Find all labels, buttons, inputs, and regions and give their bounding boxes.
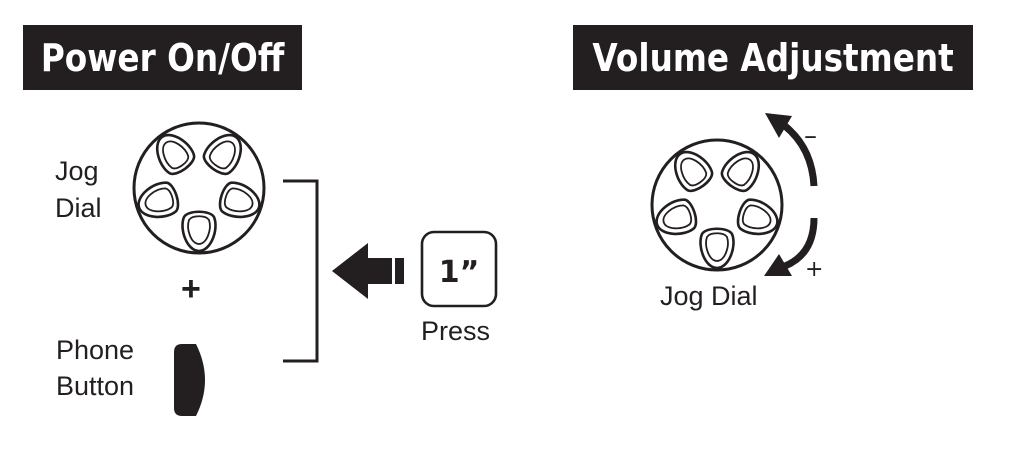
power-title-text: Power On/Off — [40, 35, 285, 80]
volume-title-text: Volume Adjustment — [592, 35, 954, 80]
phone-button-label-line2: Button — [56, 371, 135, 401]
phone-button-icon — [174, 344, 205, 416]
volume-minus-sign: – — [804, 121, 817, 151]
volume-plus-sign: + — [805, 257, 823, 282]
volume-section-title: Volume Adjustment — [573, 25, 973, 90]
volume-jog-dial-label: Jog Dial — [660, 281, 758, 311]
jog-dial-label-line1: Jog — [55, 156, 99, 186]
volume-jog-dial-icon — [652, 140, 782, 270]
press-duration-text: 1” — [439, 255, 480, 290]
power-section-title: Power On/Off — [23, 25, 302, 90]
jog-dial-icon — [134, 123, 264, 253]
plus-sign: + — [181, 270, 201, 308]
volume-down-arrow-icon — [764, 217, 818, 276]
bracket-line — [283, 179, 319, 363]
press-label: Press — [421, 316, 491, 346]
volume-up-arrow-icon — [765, 113, 818, 187]
press-duration-box — [420, 230, 498, 308]
phone-button-label-line1: Phone — [56, 335, 135, 365]
arrow-left-icon — [332, 243, 404, 299]
jog-dial-label-line2: Dial — [55, 193, 102, 223]
